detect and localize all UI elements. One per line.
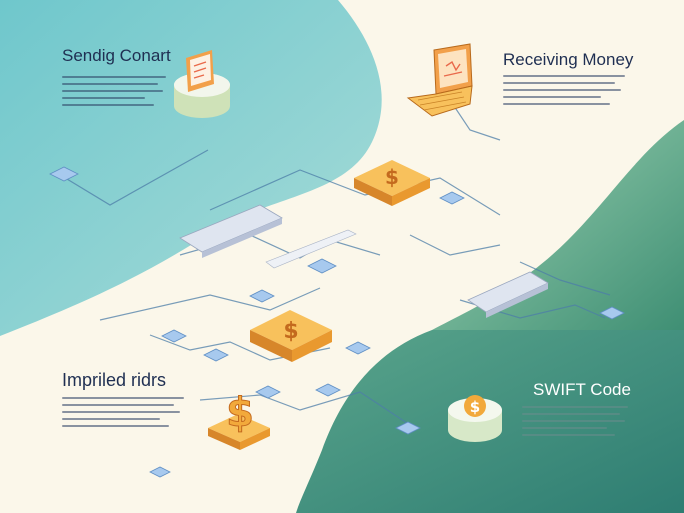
laptop-icon <box>406 43 473 117</box>
svg-text:$: $ <box>226 390 254 436</box>
receiving-description <box>503 75 625 110</box>
bridge-right <box>467 271 549 318</box>
dollar-stack-bottom: $ <box>208 390 270 450</box>
bottom-left-description <box>62 397 184 432</box>
bridge-left <box>179 204 283 258</box>
svg-text:$: $ <box>470 398 480 416</box>
slab-center <box>265 229 357 269</box>
svg-text:$: $ <box>385 165 399 189</box>
dollar-coin: $ <box>448 395 502 442</box>
dollar-stack-center: $ <box>250 310 332 362</box>
svg-text:$: $ <box>283 319 298 344</box>
teal-background-shape <box>0 0 382 336</box>
dollar-stack-top: $ <box>354 160 430 206</box>
sending-description <box>62 76 166 111</box>
bottom-left-heading: Impriled ridrs <box>62 370 167 390</box>
data-card-icons <box>49 166 625 478</box>
swift-code-description <box>522 406 628 441</box>
swift-code-heading: SWIFT Code <box>533 380 631 399</box>
receiving-heading: Receiving Money <box>503 50 634 69</box>
sending-heading: Sendig Conart <box>62 46 171 65</box>
green-background-shape <box>432 120 684 330</box>
document-icon <box>174 50 230 118</box>
